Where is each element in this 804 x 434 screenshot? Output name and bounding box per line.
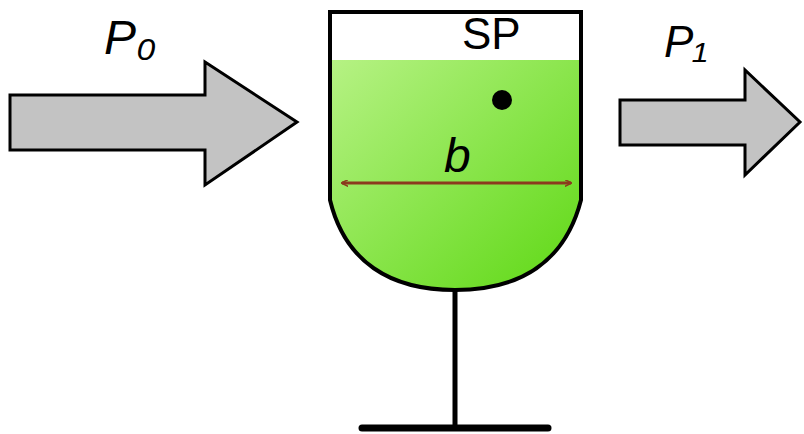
inflow-arrow — [10, 62, 297, 185]
width-dimension — [342, 182, 571, 185]
width-label: b — [444, 132, 471, 180]
liquid — [330, 60, 581, 290]
glass-outline — [330, 12, 581, 290]
point-marker — [492, 90, 512, 110]
power-label: P₁ — [664, 20, 707, 64]
power-label: P₀ — [104, 14, 156, 62]
point-label: SP — [462, 12, 521, 56]
outflow-arrow — [620, 70, 800, 175]
glass-base — [362, 425, 548, 432]
glass-stem — [453, 290, 458, 428]
